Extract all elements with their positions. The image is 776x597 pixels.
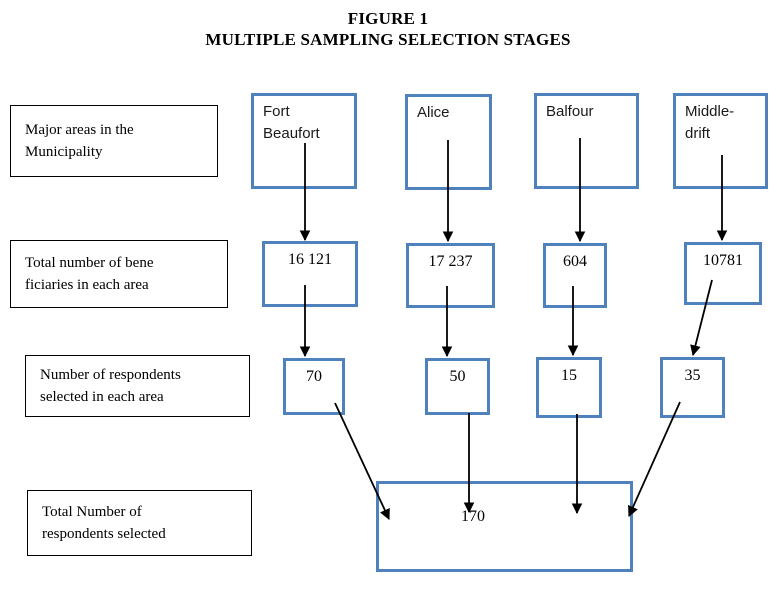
beneficiaries-box-middledrift[interactable]: 10781 bbox=[684, 242, 762, 305]
stage-label-total-respondents-line1: Total Number of bbox=[42, 504, 142, 520]
beneficiaries-value-alice: 17 237 bbox=[428, 253, 473, 270]
stage-label-total-respondents-line2: respondents selected bbox=[42, 526, 166, 542]
total-respondents-box[interactable] bbox=[376, 481, 633, 572]
respondents-value-middledrift: 35 bbox=[684, 367, 701, 384]
respondents-value-alice: 50 bbox=[449, 368, 466, 385]
respondents-box-balfour[interactable]: 15 bbox=[536, 357, 602, 418]
area-box-alice[interactable]: Alice bbox=[405, 94, 492, 190]
beneficiaries-value-balfour: 604 bbox=[563, 253, 587, 270]
total-respondents-value: 170 bbox=[461, 508, 485, 525]
respondents-box-middledrift[interactable]: 35 bbox=[660, 357, 725, 418]
stage-label-respondents-per-area: Number of respondents selected in each a… bbox=[25, 355, 250, 417]
respondents-value-fort-beaufort: 70 bbox=[306, 368, 322, 385]
stage-label-major-areas-line1: Major areas in the bbox=[25, 122, 134, 138]
beneficiaries-box-fort-beaufort[interactable]: 16 121 bbox=[262, 241, 358, 307]
figure-title: FIGURE 1 MULTIPLE SAMPLING SELECTION STA… bbox=[0, 8, 776, 51]
area-box-balfour[interactable]: Balfour bbox=[534, 93, 639, 189]
beneficiaries-box-alice[interactable]: 17 237 bbox=[406, 243, 495, 308]
stage-label-major-areas-line2: Municipality bbox=[25, 144, 103, 160]
stage-label-respondents-per-area-line2: selected in each area bbox=[40, 389, 164, 405]
area-box-alice-line1: Alice bbox=[417, 104, 450, 121]
beneficiaries-value-fort-beaufort: 16 121 bbox=[288, 251, 332, 268]
stage-label-total-beneficiaries-line2: ficiaries in each area bbox=[25, 277, 149, 293]
respondents-value-balfour: 15 bbox=[561, 367, 577, 384]
respondents-box-fort-beaufort[interactable]: 70 bbox=[283, 358, 345, 415]
area-box-middledrift-line1: Middle- bbox=[685, 103, 735, 120]
stage-label-total-respondents: Total Number of respondents selected bbox=[27, 490, 252, 556]
beneficiaries-value-middledrift: 10781 bbox=[703, 252, 743, 269]
area-box-fort-beaufort[interactable]: Fort Beaufort bbox=[251, 93, 357, 189]
stage-label-total-beneficiaries: Total number of bene ficiaries in each a… bbox=[10, 240, 228, 308]
area-box-balfour-line1: Balfour bbox=[546, 103, 594, 120]
area-box-fort-beaufort-line2: Beaufort bbox=[263, 125, 320, 142]
beneficiaries-box-balfour[interactable]: 604 bbox=[543, 243, 607, 308]
stage-label-total-beneficiaries-line1: Total number of bene bbox=[25, 255, 154, 271]
figure-title-line-2: MULTIPLE SAMPLING SELECTION STAGES bbox=[205, 30, 571, 49]
area-box-middledrift[interactable]: Middle- drift bbox=[673, 93, 768, 189]
area-box-middledrift-line2: drift bbox=[685, 125, 711, 142]
respondents-box-alice[interactable]: 50 bbox=[425, 358, 490, 415]
stage-label-major-areas: Major areas in the Municipality bbox=[10, 105, 218, 177]
stage-label-respondents-per-area-line1: Number of respondents bbox=[40, 367, 181, 383]
arrow-respondents-middledrift-to-total bbox=[628, 401, 681, 517]
figure-title-line-1: FIGURE 1 bbox=[347, 9, 429, 28]
area-box-fort-beaufort-line1: Fort bbox=[263, 103, 290, 120]
